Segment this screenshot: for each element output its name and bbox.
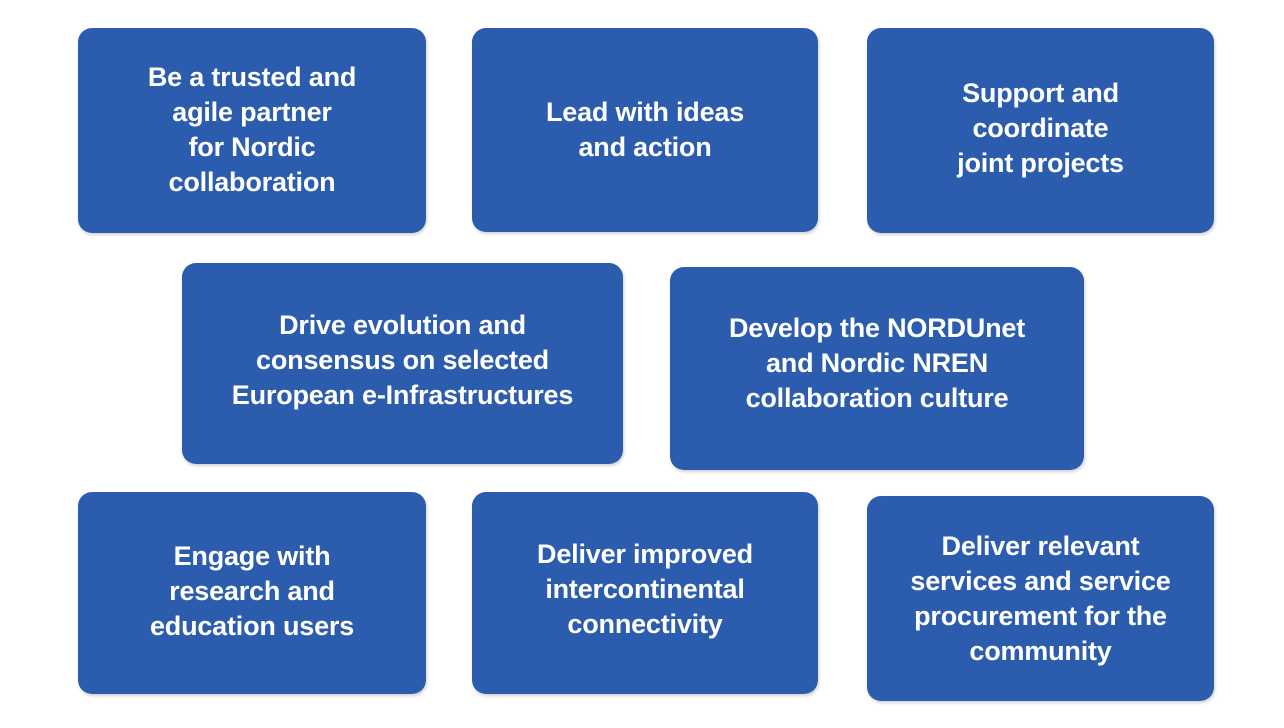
card-intercontinental[interactable]: Deliver improved intercontinental connec… xyxy=(472,492,818,694)
card-drive-evolution[interactable]: Drive evolution and consensus on selecte… xyxy=(182,263,623,464)
card-lead-ideas-label: Lead with ideas and action xyxy=(545,97,745,162)
card-trusted-partner[interactable]: Be a trusted and agile partner for Nordi… xyxy=(78,28,426,233)
card-develop-culture-label: Develop the NORDUnet and Nordic NREN col… xyxy=(728,313,1026,413)
card-develop-culture[interactable]: Develop the NORDUnet and Nordic NREN col… xyxy=(670,267,1084,470)
card-services-procurement-label: Deliver relevant services and service pr… xyxy=(910,531,1171,666)
card-engage-users[interactable]: Engage with research and education users xyxy=(78,492,426,694)
card-engage-users-label: Engage with research and education users xyxy=(149,541,355,641)
card-services-procurement[interactable]: Deliver relevant services and service pr… xyxy=(867,496,1214,701)
card-support-coordinate-label: Support and coordinate joint projects xyxy=(957,78,1124,178)
card-trusted-partner-label: Be a trusted and agile partner for Nordi… xyxy=(147,62,357,197)
card-intercontinental-label: Deliver improved intercontinental connec… xyxy=(537,539,753,639)
card-lead-ideas[interactable]: Lead with ideas and action xyxy=(472,28,818,232)
card-drive-evolution-label: Drive evolution and consensus on selecte… xyxy=(231,310,574,410)
card-support-coordinate[interactable]: Support and coordinate joint projects xyxy=(867,28,1214,233)
